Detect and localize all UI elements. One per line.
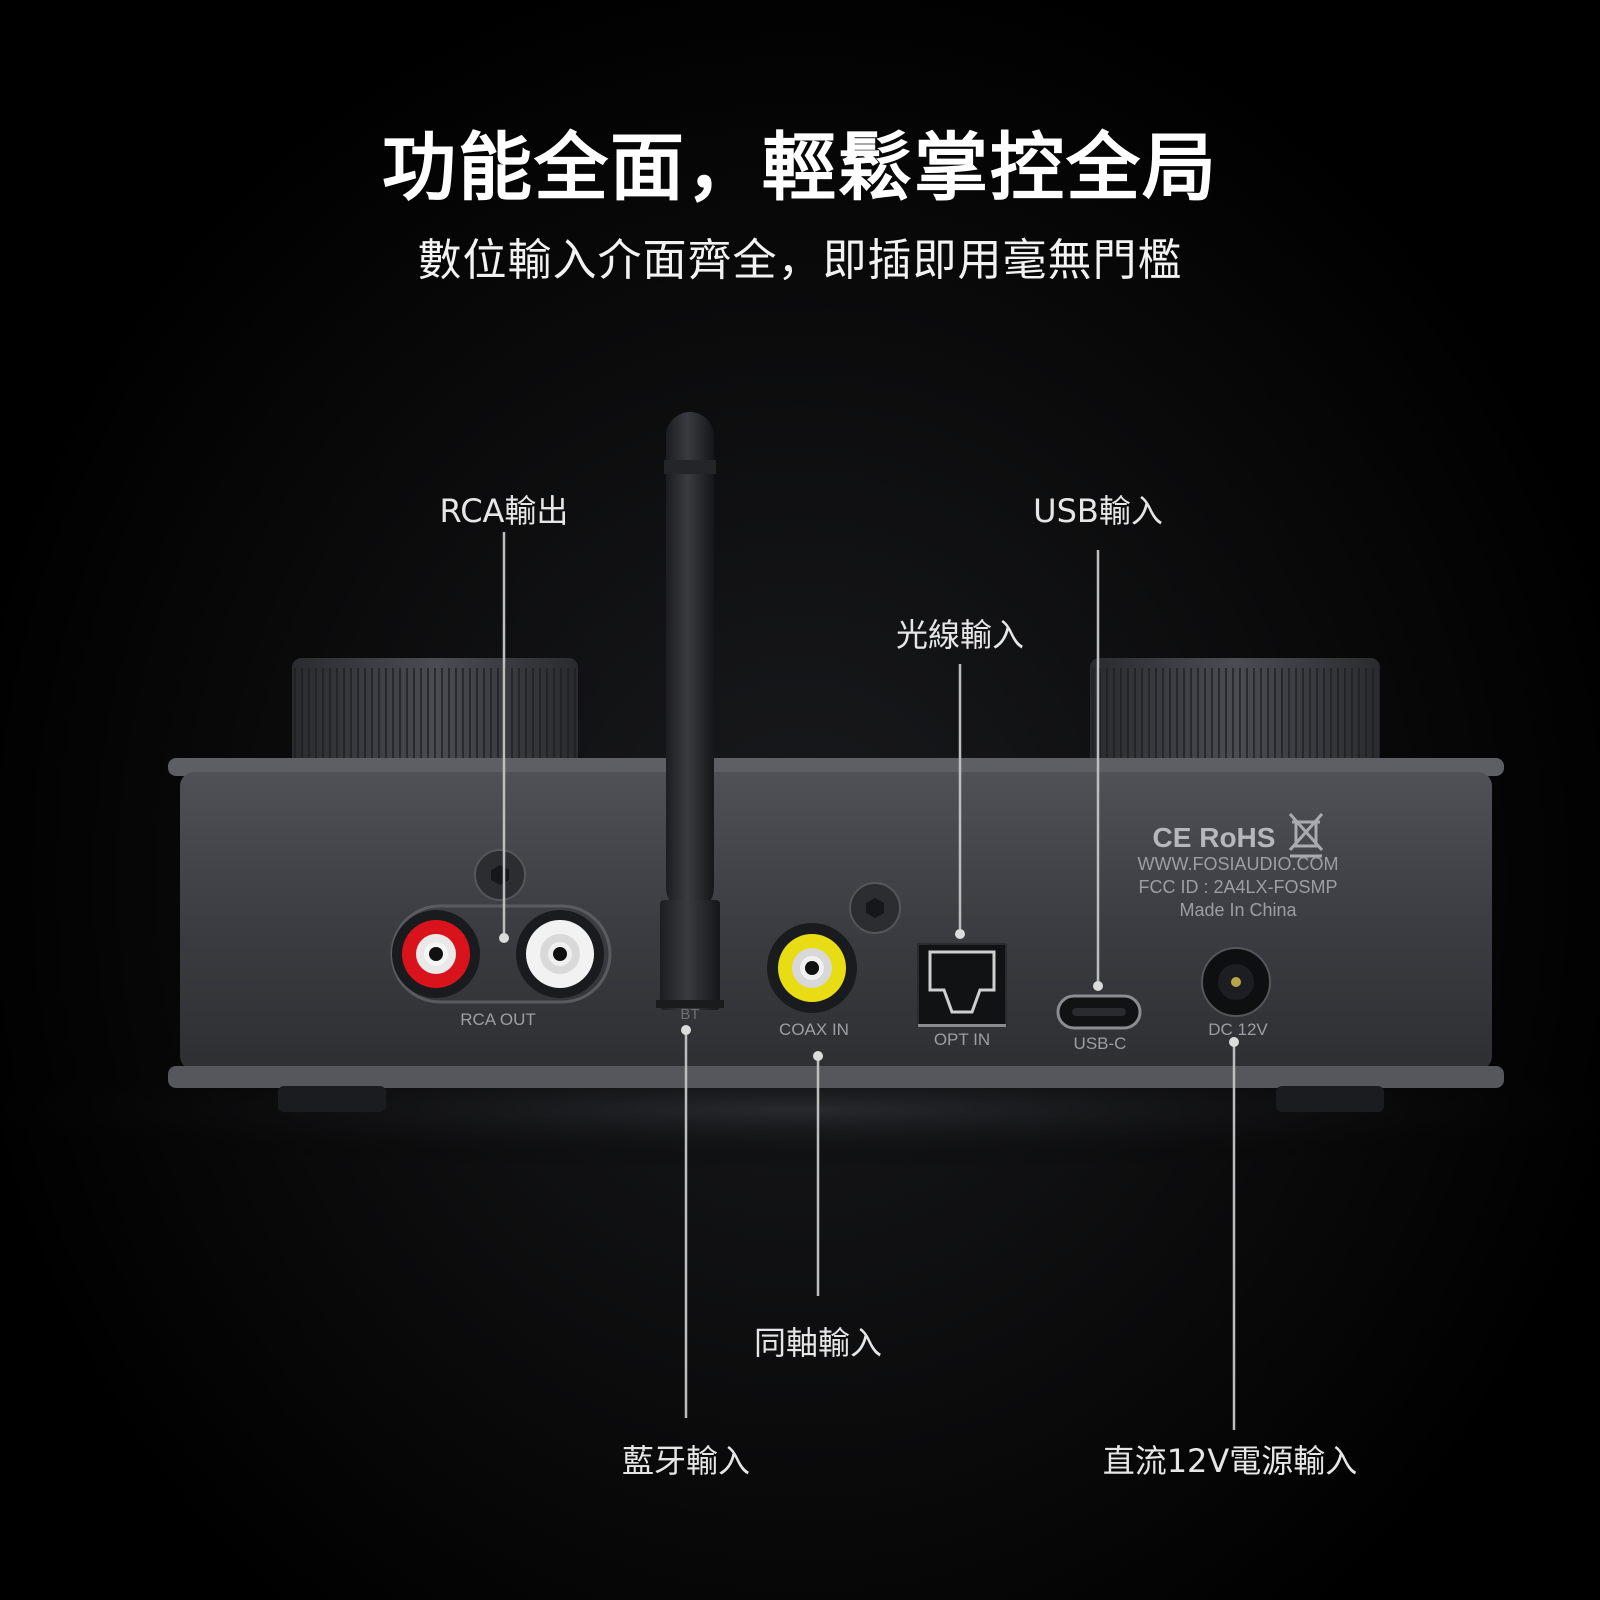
dc-12v-label: DC 12V [1208,1020,1268,1039]
panel-origin: Made In China [1179,900,1297,920]
usb-c-label: USB-C [1073,1034,1127,1053]
opt-in-label: OPT IN [933,1030,991,1049]
bluetooth-antenna [656,412,724,1010]
callout-coax-input: 同軸輸入 [753,1324,883,1362]
screw-right [849,882,901,934]
coax-input-jack [767,923,857,1013]
bt-label: BT [680,1006,700,1023]
callout-optical-input: 光線輸入 [895,616,1025,654]
ce-rohs-mark: CE RoHS [1152,822,1276,853]
callout-lines [499,532,1239,1430]
panel-fcc-id: FCC ID : 2A4LX-FOSMP [1138,877,1338,897]
panel-website: WWW.FOSIAUDIO.COM [1137,854,1339,874]
usb-c-port [1056,994,1142,1030]
callout-dc-input: 直流12V電源輸入 [1102,1442,1358,1480]
optical-input-port [917,943,1007,1027]
subheadline: 數位輸入介面齊全，即插即用毫無門檻 [417,235,1183,286]
headline: 功能全面，輕鬆掌控全局 [382,125,1218,211]
right-knob [1090,658,1380,762]
rca-output-jacks [390,904,612,1004]
callout-rca-output: RCA輸出 [439,492,569,530]
chassis [168,758,1504,1112]
callout-bluetooth-input: 藍牙輸入 [621,1442,751,1480]
dc-power-jack [1201,947,1271,1017]
left-knob [292,658,578,762]
screw-left [474,849,526,901]
callout-usb-input: USB輸入 [1033,492,1163,530]
rca-out-label: RCA OUT [460,1010,536,1029]
coax-in-label: COAX IN [779,1020,849,1039]
weee-bin-icon [1288,813,1324,858]
